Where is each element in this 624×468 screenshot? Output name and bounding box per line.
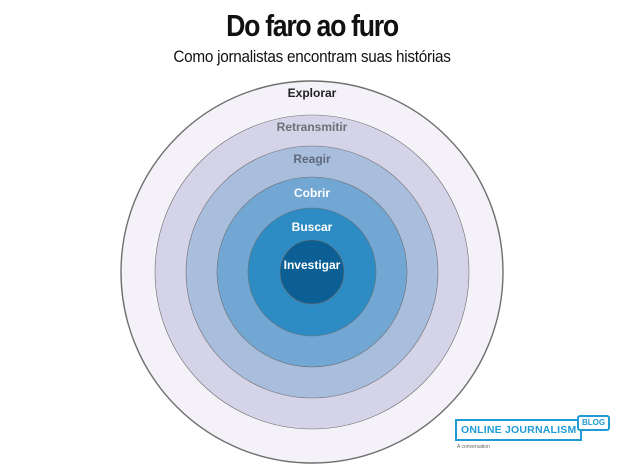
online-journalism-blog-logo: ONLINE JOURNALISM BLOG A conversation bbox=[455, 415, 615, 455]
ring-investigar bbox=[279, 239, 345, 305]
page-title: Do faro ao furo bbox=[226, 8, 399, 43]
ring-label-retransmitir: Retransmitir bbox=[277, 120, 348, 134]
ring-label-explorar: Explorar bbox=[288, 86, 337, 100]
logo-tagline: A conversation bbox=[457, 444, 490, 450]
page-subtitle: Como jornalistas encontram suas história… bbox=[173, 47, 451, 66]
ring-label-investigar: Investigar bbox=[284, 258, 341, 272]
ring-label-reagir: Reagir bbox=[293, 152, 331, 166]
ring-label-buscar: Buscar bbox=[292, 220, 333, 234]
logo-name: ONLINE JOURNALISM bbox=[455, 419, 583, 441]
logo-badge: BLOG bbox=[577, 415, 611, 431]
ring-label-cobrir: Cobrir bbox=[294, 186, 330, 200]
